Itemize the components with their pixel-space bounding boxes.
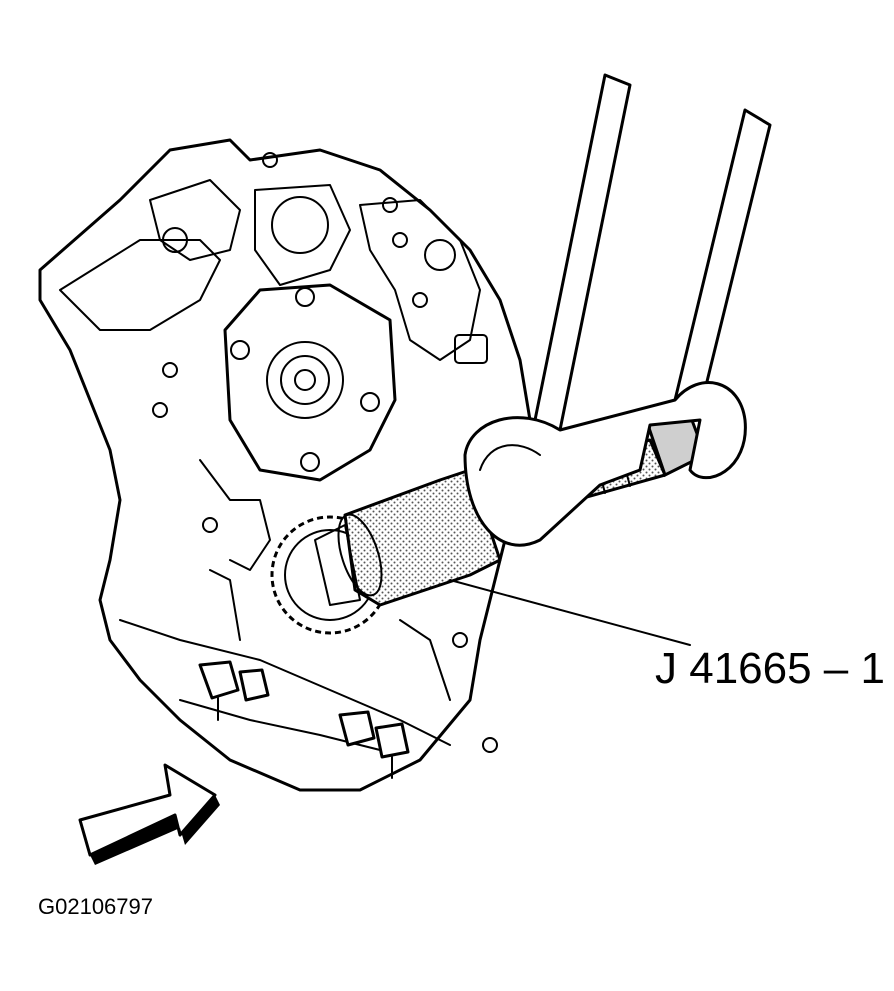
callout-leader-line [449,579,691,646]
oil-pump-cover [223,283,397,482]
tool-callout-label: J 41665 – 1 [655,644,885,693]
puller-tool-body [314,468,502,607]
figure-id-label: G02106797 [38,894,153,919]
mounting-bolts [198,660,410,779]
open-end-wrench [463,73,772,547]
view-direction-arrow [78,763,220,865]
engine-block [38,138,532,792]
